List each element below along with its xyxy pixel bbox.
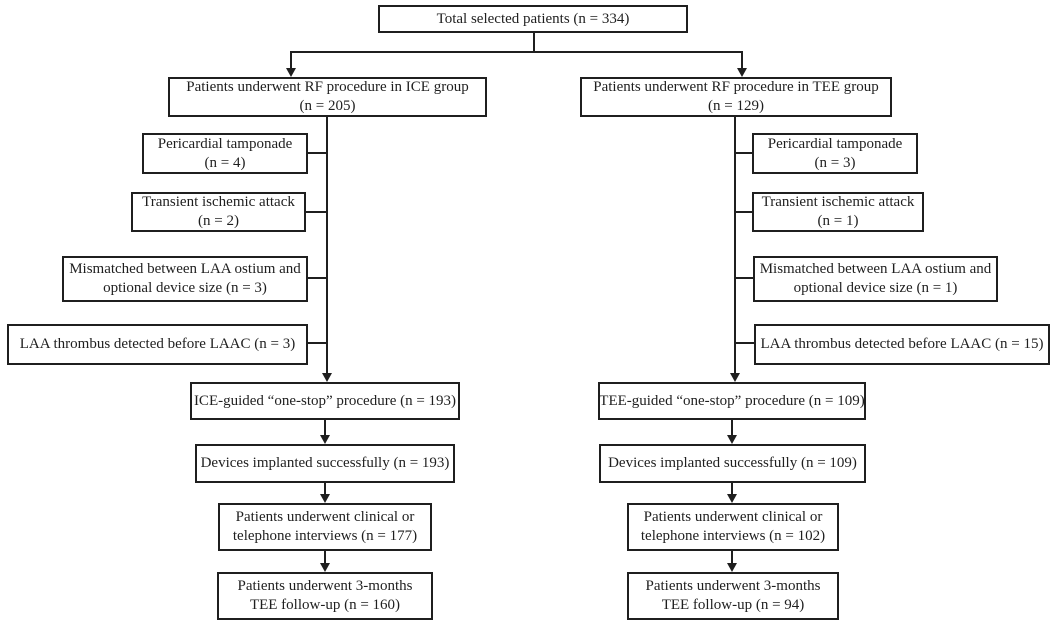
box-tee-exclusion-laa-thrombus: LAA thrombus detected before LAAC (n = 1… (754, 324, 1050, 365)
connector-tee-spine (734, 117, 736, 373)
box-total-patients-text: Total selected patients (n = 334) (436, 10, 630, 27)
box-ice-group: Patients underwent RF procedure in ICE g… (168, 77, 487, 117)
box-ice-exclusion-pericardial-tamponade: Pericardial tamponade (n = 4) (142, 133, 308, 174)
box-text-line2: (n = 4) (204, 154, 246, 171)
box-ice-onestop-procedure: ICE-guided “one-stop” procedure (n = 193… (190, 382, 460, 420)
connector-drop-tee (741, 51, 743, 68)
box-ice-followup: Patients underwent 3-months TEE follow-u… (217, 572, 433, 620)
box-text-line1: Patients underwent 3-months (645, 578, 821, 594)
box-ice-group-line1: Patients underwent RF procedure in ICE g… (186, 79, 469, 95)
box-text-line2: (n = 1) (817, 213, 859, 229)
box-total-patients: Total selected patients (n = 334) (378, 5, 688, 33)
connector-split-horizontal (291, 51, 743, 53)
box-text-line2: TEE follow-up (n = 94) (661, 597, 805, 613)
connector-tee-stub-mismatch (735, 277, 753, 279)
arrowhead-into-tee-devices (727, 435, 737, 444)
connector-total-down (533, 33, 535, 53)
connector-tee-stub-tamponade (735, 152, 752, 154)
connector-tee-onestop-to-devices (731, 420, 733, 435)
box-text-line2: optional device size (n = 3) (103, 280, 267, 296)
box-text-line1: Devices implanted successfully (n = 193) (200, 455, 450, 471)
box-text-line1: Patients underwent clinical or (235, 509, 415, 525)
connector-ice-stub-mismatch (308, 277, 327, 279)
box-tee-exclusion-mismatched-ostium: Mismatched between LAA ostium and option… (753, 256, 998, 302)
arrowhead-into-tee-group (737, 68, 747, 77)
box-text-line2: telephone interviews (n = 177) (232, 528, 418, 544)
connector-tee-devices-to-interviews (731, 483, 733, 494)
box-tee-onestop-procedure: TEE-guided “one-stop” procedure (n = 109… (598, 382, 866, 420)
box-tee-exclusion-pericardial-tamponade: Pericardial tamponade (n = 3) (752, 133, 918, 174)
box-text-line2: telephone interviews (n = 102) (640, 528, 826, 544)
box-tee-devices-implanted: Devices implanted successfully (n = 109) (599, 444, 866, 483)
connector-ice-interviews-to-followup (324, 551, 326, 563)
arrowhead-into-tee-followup (727, 563, 737, 572)
box-ice-exclusion-mismatched-ostium: Mismatched between LAA ostium and option… (62, 256, 308, 302)
connector-ice-spine (326, 117, 328, 373)
box-ice-interviews: Patients underwent clinical or telephone… (218, 503, 432, 551)
box-text-line1: Mismatched between LAA ostium and (759, 261, 992, 277)
box-text-line1: Pericardial tamponade (767, 135, 903, 152)
box-tee-group-line1: Patients underwent RF procedure in TEE g… (593, 79, 879, 95)
box-ice-group-line2: (n = 205) (299, 98, 356, 114)
box-text-line1: Devices implanted successfully (n = 109) (608, 455, 857, 471)
arrowhead-into-ice-devices (320, 435, 330, 444)
box-text-line2: TEE follow-up (n = 160) (249, 597, 401, 613)
box-text-line1: Mismatched between LAA ostium and (69, 261, 301, 277)
box-text-line1: Pericardial tamponade (157, 135, 293, 152)
arrowhead-into-ice-interviews (320, 494, 330, 503)
connector-ice-stub-tamponade (308, 152, 327, 154)
connector-ice-stub-tia (306, 211, 327, 213)
box-tee-followup: Patients underwent 3-months TEE follow-u… (627, 572, 839, 620)
box-text-line1: Patients underwent 3-months (237, 578, 413, 594)
box-text-line2: (n = 2) (198, 213, 239, 229)
box-text-line1: LAA thrombus detected before LAAC (n = 1… (760, 336, 1044, 352)
connector-ice-stub-thrombus (308, 342, 327, 344)
connector-drop-ice (290, 51, 292, 68)
box-tee-exclusion-transient-ischemic-attack: Transient ischemic attack (n = 1) (752, 192, 924, 232)
box-tee-group-line2: (n = 129) (708, 98, 764, 114)
box-text-line1: Transient ischemic attack (142, 194, 295, 210)
connector-ice-onestop-to-devices (324, 420, 326, 435)
box-text-line2: (n = 3) (814, 154, 856, 171)
arrowhead-into-ice-followup (320, 563, 330, 572)
box-text-line2: optional device size (n = 1) (793, 280, 958, 296)
connector-ice-devices-to-interviews (324, 483, 326, 494)
box-text-line1: TEE-guided “one-stop” procedure (n = 109… (599, 392, 865, 409)
connector-tee-interviews-to-followup (731, 551, 733, 563)
box-ice-exclusion-laa-thrombus: LAA thrombus detected before LAAC (n = 3… (7, 324, 308, 365)
box-text-line1: LAA thrombus detected before LAAC (n = 3… (19, 336, 296, 352)
box-tee-interviews: Patients underwent clinical or telephone… (627, 503, 839, 551)
box-ice-devices-implanted: Devices implanted successfully (n = 193) (195, 444, 455, 483)
box-tee-group: Patients underwent RF procedure in TEE g… (580, 77, 892, 117)
box-text-line1: Transient ischemic attack (761, 194, 915, 210)
box-text-line1: ICE-guided “one-stop” procedure (n = 193… (193, 392, 457, 409)
box-ice-exclusion-transient-ischemic-attack: Transient ischemic attack (n = 2) (131, 192, 306, 232)
connector-tee-stub-tia (735, 211, 752, 213)
box-text-line1: Patients underwent clinical or (643, 509, 823, 525)
arrowhead-into-tee-interviews (727, 494, 737, 503)
arrowhead-into-ice-onestop (322, 373, 332, 382)
arrowhead-into-ice-group (286, 68, 296, 77)
connector-tee-stub-thrombus (735, 342, 754, 344)
arrowhead-into-tee-onestop (730, 373, 740, 382)
